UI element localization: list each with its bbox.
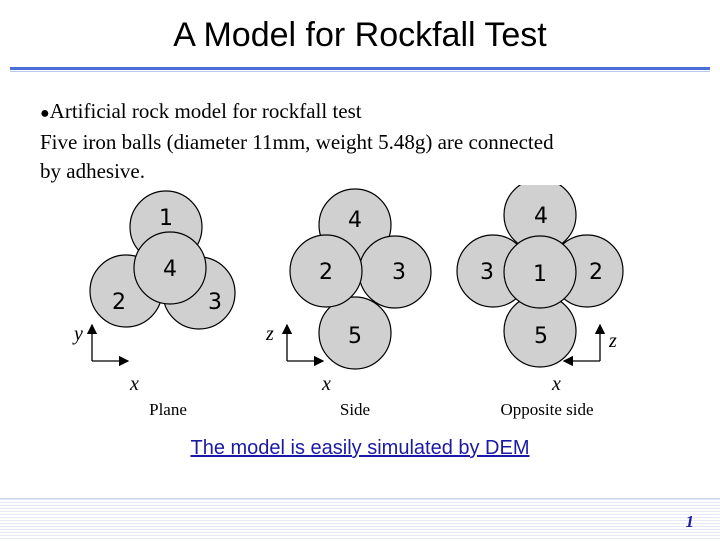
opposite-ball-5-label: 5 [534, 324, 548, 349]
opposite-ball-4-label: 4 [534, 204, 548, 229]
description-line-2: Five iron balls (diameter 11mm, weight 5… [40, 130, 554, 154]
bullet-text: Artificial rock model for rockfall test [49, 99, 362, 123]
side-ball-5-label: 5 [348, 324, 362, 349]
opposite-caption: Opposite side [500, 400, 593, 419]
side-ball-2 [289, 234, 363, 308]
description-text: ●Artificial rock model for rockfall test… [40, 97, 700, 186]
page-number: 1 [685, 512, 695, 531]
slide-title: A Model for Rockfall Test [173, 16, 547, 54]
side-ball-4-label: 4 [348, 208, 362, 233]
title-divider-shadow [10, 71, 710, 72]
title-divider [10, 67, 710, 70]
rock-model-figure: 1 2 3 4 y x Plane 4 2 3 5 z x Side 4 3 1… [72, 185, 624, 419]
opposite-ball-1-label: 1 [533, 262, 547, 287]
side-x-axis-label: x [321, 373, 331, 395]
side-z-axis-label: z [265, 323, 274, 345]
plane-x-axis-label: x [129, 373, 139, 395]
side-caption: Side [340, 400, 370, 419]
side-ball-5 [318, 296, 392, 370]
opposite-x-axis-label: x [551, 373, 561, 395]
bullet-line: ●Artificial rock model for rockfall test [40, 97, 700, 128]
footer-bar [0, 498, 720, 541]
plane-ball-1-label: 1 [159, 206, 173, 231]
plane-view: 1 2 3 4 y x Plane [72, 190, 236, 419]
opposite-z-axis-label: z [608, 330, 617, 352]
side-ball-2-label: 2 [319, 260, 333, 285]
bullet-icon: ● [40, 105, 50, 122]
plane-ball-4-label: 4 [163, 257, 177, 282]
opposite-side-view: 4 3 1 2 5 z x Opposite side [456, 185, 624, 419]
plane-y-axis-label: y [72, 323, 83, 345]
dem-simulation-link[interactable]: The model is easily simulated by DEM [190, 437, 530, 459]
plane-ball-2-label: 2 [112, 290, 126, 315]
side-view: 4 2 3 5 z x Side [265, 188, 432, 419]
opposite-ball-2-label: 2 [589, 260, 603, 285]
opposite-ball-3-label: 3 [480, 260, 494, 285]
side-ball-3-label: 3 [392, 260, 406, 285]
description-line-3: by adhesive. [40, 159, 145, 183]
plane-ball-3-label: 3 [208, 290, 222, 315]
opposite-ball-1 [503, 235, 577, 309]
plane-ball-4 [133, 231, 207, 305]
plane-caption: Plane [149, 400, 187, 419]
